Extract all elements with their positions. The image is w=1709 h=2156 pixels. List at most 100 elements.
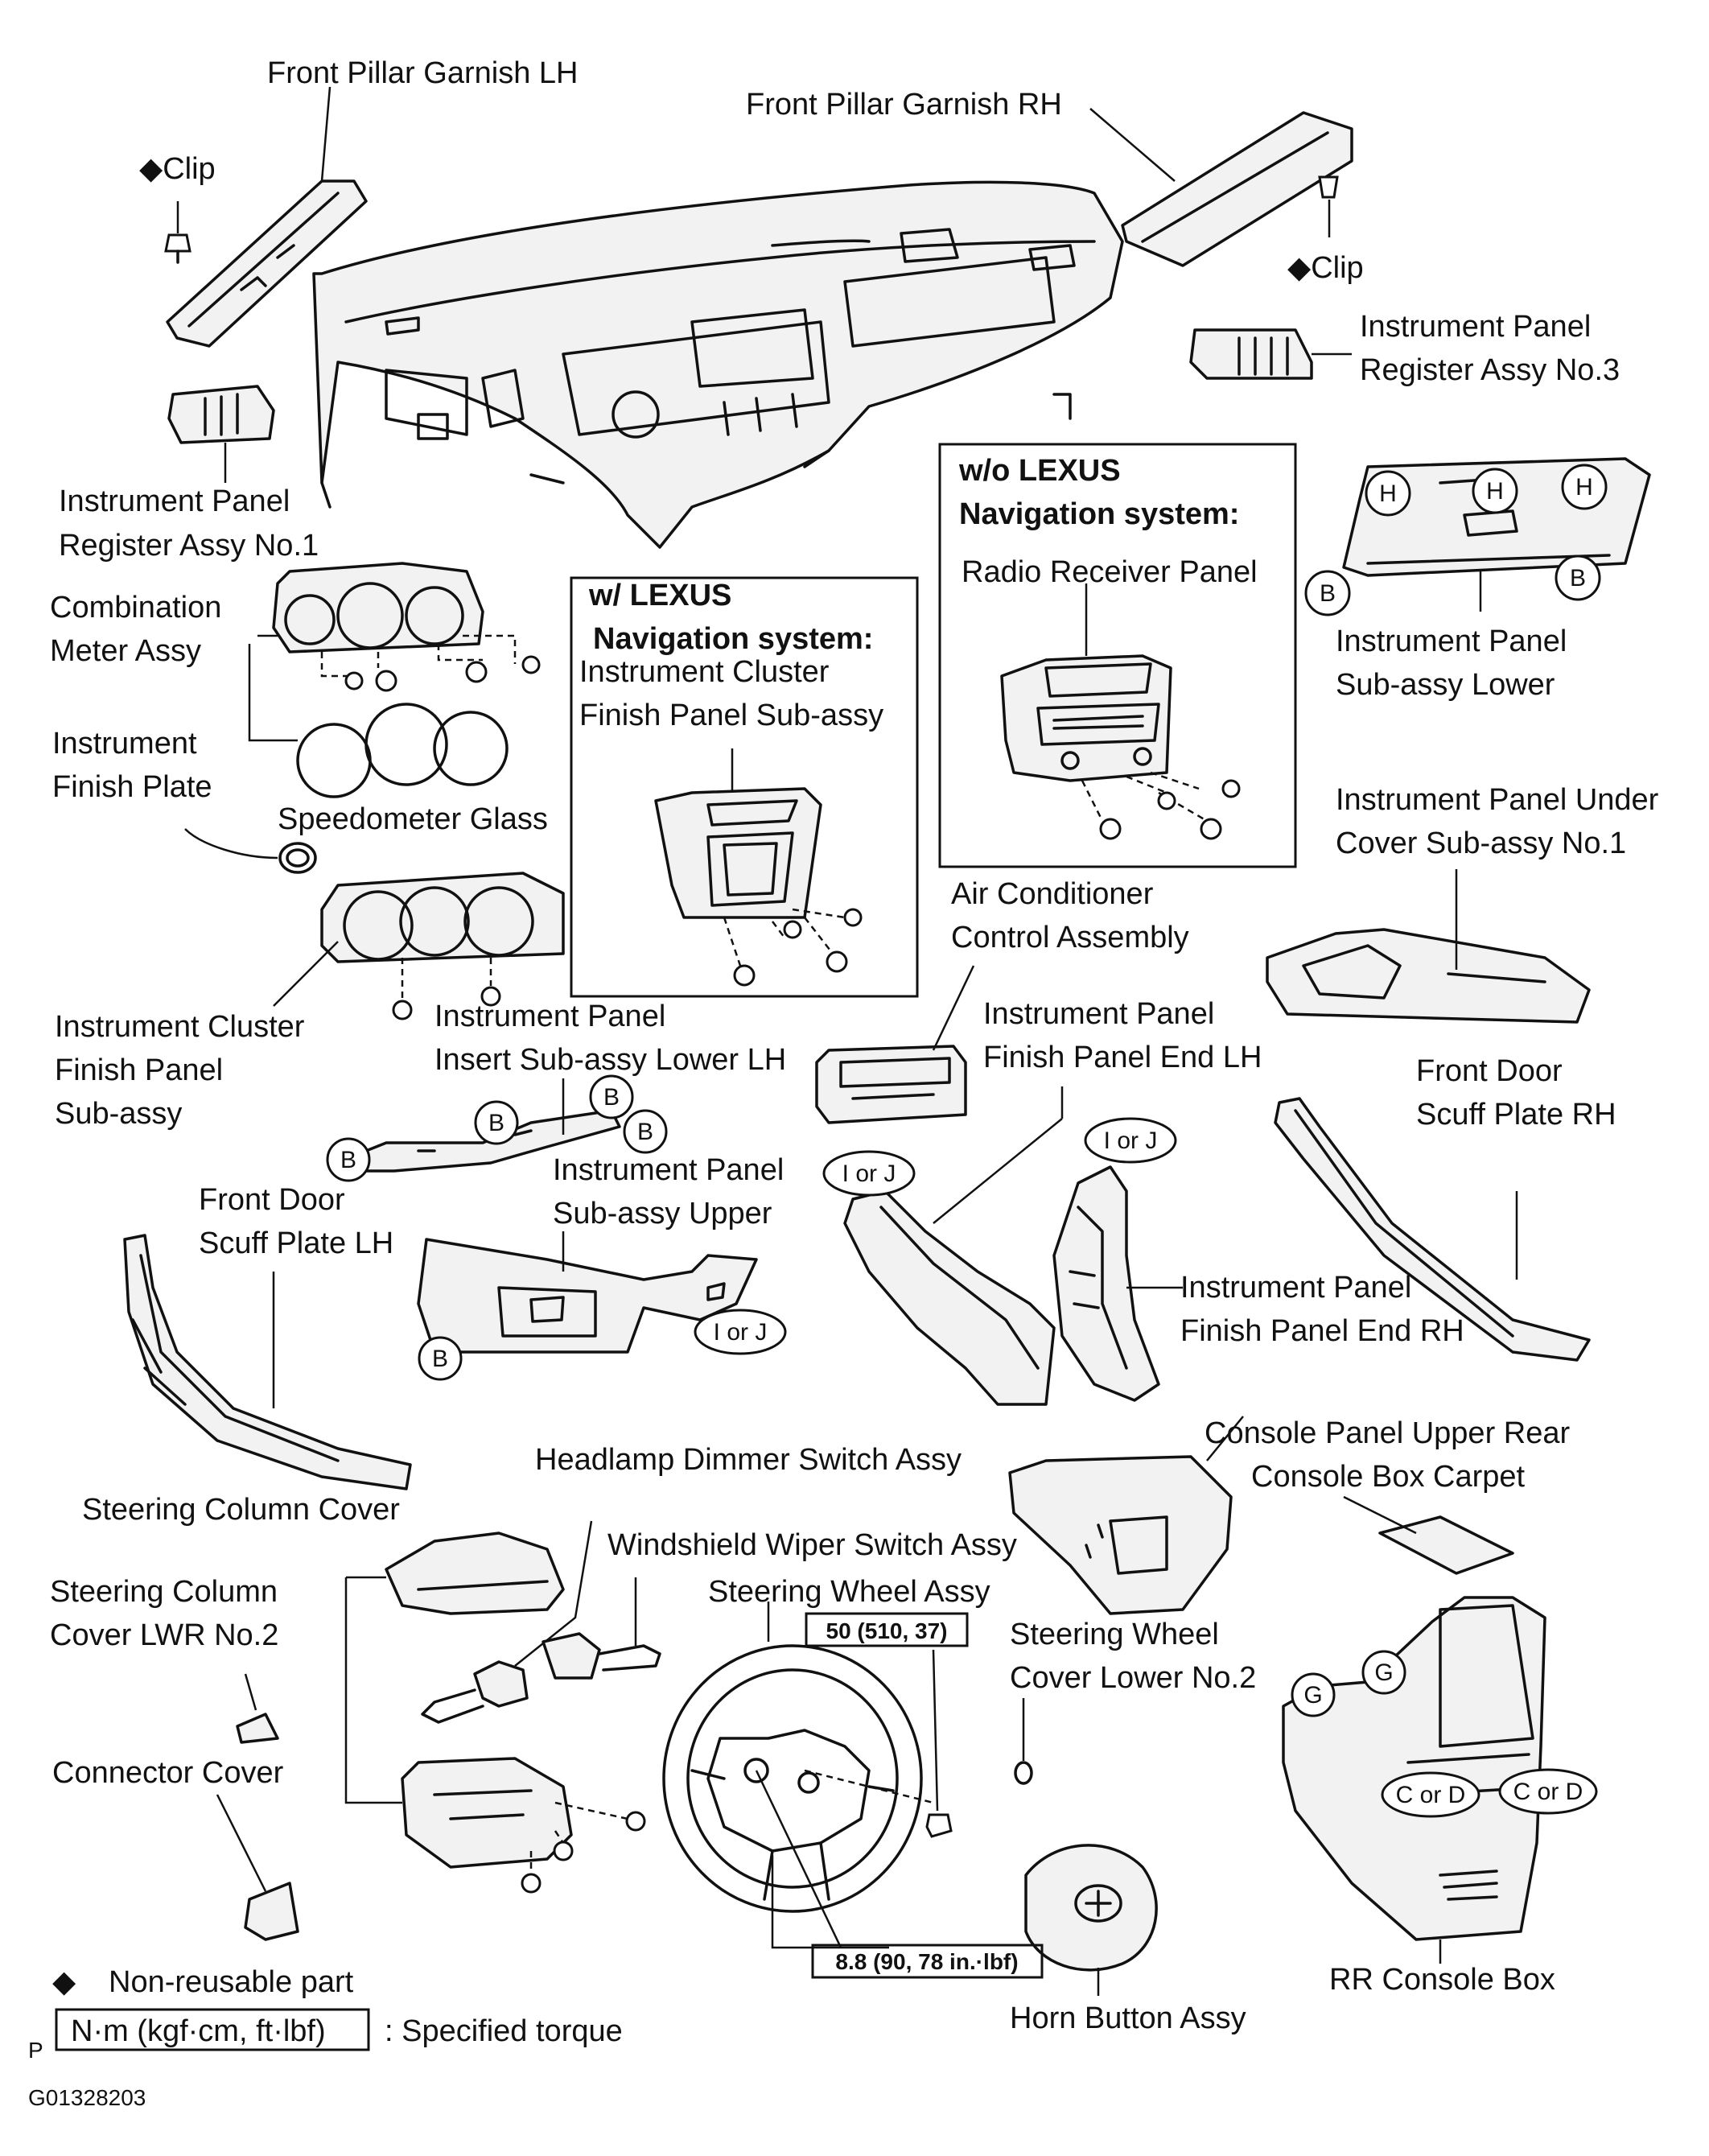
steering-wheel-cover-lower-drawing [1014,1698,1033,1785]
clip-code-b-7 [418,1336,463,1381]
steering-column-cover-lower-drawing [344,1577,646,1894]
front-pillar-garnish-rh-drawing [1089,108,1353,267]
label-combination-meter-line1: Combination [50,591,221,625]
headlamp-dimmer-drawing [421,1520,593,1724]
label-front-door-scuff-rh-line1: Front Door [1416,1054,1563,1088]
label-ip-sub-lower-line1: Instrument Panel [1336,625,1567,658]
clip-code-ij-2-text: I or J [842,1160,896,1187]
label-ip-register-no3-line2: Register Assy No.3 [1360,353,1620,387]
console-box-carpet-drawing [1343,1495,1514,1575]
legend: ◆ Non-reusable part P N·m (kgf·cm, ft·lb… [28,1965,623,2110]
clip-code-b-3-text: B [340,1147,356,1173]
label-front-pillar-garnish-rh: Front Pillar Garnish RH [746,88,1062,122]
label-steering-wheel-cover-line2: Cover Lower No.2 [1010,1661,1256,1695]
label-connector-cover: Connector Cover [52,1756,284,1790]
without-nav-title-line1: w/o LEXUS [958,454,1121,488]
clip-code-b-4 [474,1100,519,1145]
finish-end-rh-drawing [1052,1165,1183,1402]
clip-code-h-1-text: H [1379,480,1397,507]
label-cluster-finish-panel-line1: Instrument Cluster [55,1010,305,1044]
clip-code-ij-3 [1084,1117,1177,1164]
under-cover-drawing [1266,869,1591,1024]
labels: Front Pillar Garnish LH Front Pillar Gar… [50,56,1659,2035]
label-wiper-switch: Windshield Wiper Switch Assy [607,1528,1017,1562]
front-pillar-garnish-lh-drawing [166,86,368,348]
label-console-upper-rear: Console Panel Upper Rear [1205,1416,1570,1450]
label-steering-column-cover: Steering Column Cover [82,1493,400,1527]
with-nav-title-line1: w/ LEXUS [588,579,731,612]
label-finish-end-rh-line2: Finish Panel End RH [1180,1314,1464,1348]
legend-torque-desc: : Specified torque [385,2014,623,2048]
label-console-box-carpet: Console Box Carpet [1251,1460,1526,1494]
with-nav-part-line2: Finish Panel Sub-assy [579,699,883,732]
label-clip-left: ◆Clip [139,152,216,186]
legend-non-reusable: Non-reusable part [109,1965,354,1999]
clip-right-drawing [1318,175,1339,237]
steering-wheel-nut-drawing [804,1649,953,1838]
label-front-pillar-garnish-lh: Front Pillar Garnish LH [267,56,578,90]
inset-texts: w/ LEXUS Navigation system: Instrument C… [579,454,1258,732]
label-front-door-scuff-rh-line2: Scuff Plate RH [1416,1098,1616,1132]
steering-column-cover-upper-drawing [346,1531,565,1615]
label-rr-console-box: RR Console Box [1329,1963,1555,1997]
steering-wheel-drawing [662,1602,923,1949]
label-ip-sub-upper-line1: Instrument Panel [553,1153,784,1187]
insert-lower-lh-drawing [344,1078,621,1173]
radio-receiver-panel-drawing [1000,583,1241,840]
clip-code-h-2 [1472,468,1518,514]
horn-button-drawing [1024,1844,1158,1996]
clip-code-g-2-text: G [1374,1659,1393,1686]
clip-code-g-2 [1361,1650,1406,1695]
label-ip-sub-upper-line2: Sub-assy Upper [553,1197,772,1231]
legend-p-mark: P [28,2038,43,2063]
clip-code-g-1-text: G [1303,1682,1322,1709]
clip-code-b-4-text: B [488,1110,504,1136]
clip-codes: H H H B B B B B B B I or J I or J I or J… [326,464,1608,1818]
torque-box-airbag [811,1944,1044,1979]
label-ip-register-no3-line1: Instrument Panel [1360,310,1591,344]
clip-code-h-1 [1365,470,1411,517]
torque-airbag-text: 8.8 (90, 78 in.·lbf) [835,1949,1018,1974]
clip-code-b-7-text: B [432,1346,448,1372]
front-door-scuff-rh-drawing [1274,1097,1591,1362]
label-finish-end-lh-line2: Finish Panel End LH [983,1041,1262,1074]
label-ac-control-line1: Air Conditioner [951,877,1154,911]
label-cluster-finish-panel-line3: Sub-assy [55,1097,182,1131]
label-steering-wheel-cover-line1: Steering Wheel [1010,1618,1219,1651]
label-finish-end-lh-line1: Instrument Panel [983,997,1214,1031]
clip-left-drawing [164,201,191,264]
label-ip-register-no1-line2: Register Assy No.1 [59,529,319,563]
ip-register-no3-drawing [1189,328,1352,380]
clip-code-cd-1 [1381,1771,1480,1818]
label-ip-sub-lower-line2: Sub-assy Lower [1336,668,1555,702]
clip-code-cd-2-text: C or D [1513,1779,1583,1805]
clip-code-cd-2 [1498,1768,1598,1815]
label-headlamp-dimmer: Headlamp Dimmer Switch Assy [535,1443,962,1477]
connector-cover-drawing [216,1794,299,1941]
with-nav-finish-panel-drawing [654,748,863,987]
label-finish-end-rh-line1: Instrument Panel [1180,1271,1411,1305]
label-clip-right: ◆Clip [1287,251,1364,285]
clip-code-b-6 [623,1109,668,1154]
torque-steering-wheel-text: 50 (510, 37) [826,1618,948,1643]
combination-meter-drawing [257,562,541,692]
cluster-finish-panel-drawing [273,872,565,1020]
with-nav-part-line1: Instrument Cluster [579,655,830,689]
label-steering-column-cover-lwr-line2: Cover LWR No.2 [50,1618,278,1652]
clip-code-ij-1 [694,1309,787,1355]
clip-code-h-3-text: H [1575,474,1593,501]
clip-code-b-2 [1555,554,1601,601]
label-instrument-finish-plate-line2: Finish Plate [52,770,212,804]
clip-code-cd-1-text: C or D [1396,1782,1466,1808]
label-combination-meter-line2: Meter Assy [50,634,201,668]
clip-code-h-2-text: H [1486,478,1504,505]
label-steering-wheel: Steering Wheel Assy [708,1575,990,1609]
legend-torque-box [55,2008,370,2051]
speedometer-glass-drawing [248,644,509,798]
with-nav-title-line2: Navigation system: [593,622,873,656]
clip-code-g-1 [1291,1672,1336,1717]
legend-torque-box-text: N·m (kgf·cm, ft·lbf) [71,2014,326,2048]
finish-end-lh-drawing [843,1086,1064,1406]
label-horn-button: Horn Button Assy [1010,2001,1246,2035]
